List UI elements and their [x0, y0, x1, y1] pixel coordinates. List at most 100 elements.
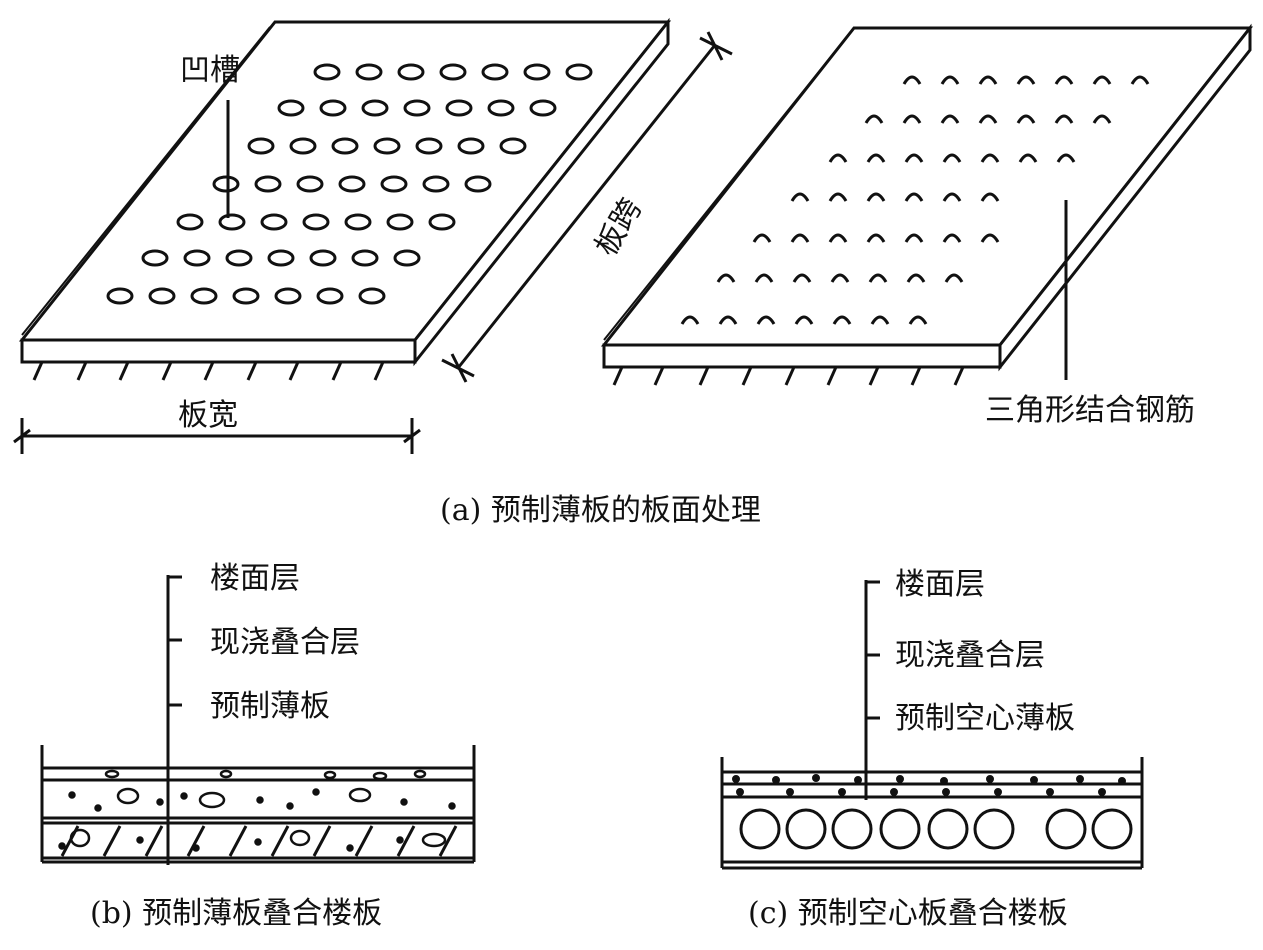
groove: [403, 99, 431, 117]
aggregate-dot: [254, 838, 262, 846]
b-layer-precast-slab: 预制薄板: [210, 689, 330, 724]
rebar-mark: [978, 114, 998, 124]
rebar-mark: [940, 75, 960, 85]
aggregate: [421, 832, 447, 848]
aggregate: [219, 769, 233, 779]
aggregate: [69, 828, 91, 848]
rebar-mark: [904, 153, 924, 163]
hatch-mark: [784, 366, 796, 386]
aggregate-dot: [448, 802, 456, 810]
rebar-mark: [1056, 153, 1076, 163]
hatch-mark: [144, 825, 164, 857]
rebar-mark: [1016, 75, 1036, 85]
groove: [428, 213, 456, 231]
aggregate-dot: [256, 796, 264, 804]
rebar-mark: [870, 315, 890, 325]
aggregate-dot: [786, 788, 794, 796]
aggregate-dot: [896, 775, 904, 783]
rebar-mark: [904, 233, 924, 243]
hatch-mark: [438, 825, 458, 857]
aggregate-dot: [838, 788, 846, 796]
groove: [355, 63, 383, 81]
hatch-mark: [868, 366, 880, 386]
groove: [212, 175, 240, 193]
aggregate-dot: [1098, 788, 1106, 796]
rebar-mark: [1092, 114, 1112, 124]
rebar-mark: [718, 315, 738, 325]
hatch-mark: [161, 361, 173, 381]
rebar-mark: [792, 273, 812, 283]
groove: [457, 137, 485, 155]
rebar-mark: [752, 233, 772, 243]
aggregate: [198, 791, 226, 809]
hatch-mark: [953, 366, 965, 386]
groove: [393, 249, 421, 267]
groove: [190, 287, 218, 305]
groove: [302, 213, 330, 231]
groove: [487, 99, 515, 117]
rebar-mark: [942, 153, 962, 163]
hatch-mark: [102, 825, 122, 857]
groove: [464, 175, 492, 193]
aggregate-dot: [400, 798, 408, 806]
aggregate-dot: [986, 775, 994, 783]
groove: [415, 137, 443, 155]
aggregate-dot: [736, 788, 744, 796]
groove: [277, 99, 305, 117]
hatch-mark: [312, 825, 332, 857]
rebar-mark: [1092, 75, 1112, 85]
hatch-mark: [826, 366, 838, 386]
rebar-mark: [830, 273, 850, 283]
groove: [289, 137, 317, 155]
rebar-mark: [1130, 75, 1150, 85]
groove: [351, 249, 379, 267]
rebar-mark: [864, 114, 884, 124]
hatch-mark: [653, 366, 665, 386]
rebar-mark: [902, 75, 922, 85]
hollow-core: [739, 808, 781, 850]
groove-ellipses: [106, 63, 593, 305]
groove: [397, 63, 425, 81]
hatch-mark: [32, 361, 44, 381]
groove: [183, 249, 211, 267]
groove: [386, 213, 414, 231]
aggregate-dot: [286, 802, 294, 810]
rebar-mark: [942, 192, 962, 202]
groove: [481, 63, 509, 81]
caption-b: (b) 预制薄板叠合楼板: [90, 896, 382, 931]
groove: [141, 249, 169, 267]
groove: [380, 175, 408, 193]
aggregate-dot: [1046, 788, 1054, 796]
aggregate-dot: [940, 777, 948, 785]
aggregate: [323, 770, 337, 780]
aggregate: [116, 787, 140, 805]
groove: [358, 287, 386, 305]
rebar-mark: [940, 114, 960, 124]
aggregate-dot: [812, 774, 820, 782]
aggregate-dot: [156, 798, 164, 806]
span-label: 板跨: [589, 193, 649, 262]
hatch-mark: [612, 366, 624, 386]
rebar-mark: [680, 315, 700, 325]
hatch-mark: [76, 361, 88, 381]
hollow-core: [831, 808, 873, 850]
rebar-mark: [754, 273, 774, 283]
c-layer-hollow-slab: 预制空心薄板: [895, 701, 1075, 736]
rebar-mark: [832, 315, 852, 325]
aggregate-dot: [312, 788, 320, 796]
hatch-mark: [373, 361, 385, 381]
section-c: [720, 580, 1144, 870]
aggregate-dot: [1076, 775, 1084, 783]
aggregate: [372, 771, 388, 781]
aggregate-dot: [136, 836, 144, 844]
aggregate-dot: [854, 776, 862, 784]
groove: [344, 213, 372, 231]
b-layer-floor-finish: 楼面层: [210, 561, 300, 596]
aggregate: [348, 787, 372, 803]
aggregate: [413, 769, 427, 779]
section-b: [40, 575, 476, 865]
b-layer-cast-topping: 现浇叠合层: [210, 625, 360, 660]
groove: [319, 99, 347, 117]
aggregate-dot: [890, 788, 898, 796]
